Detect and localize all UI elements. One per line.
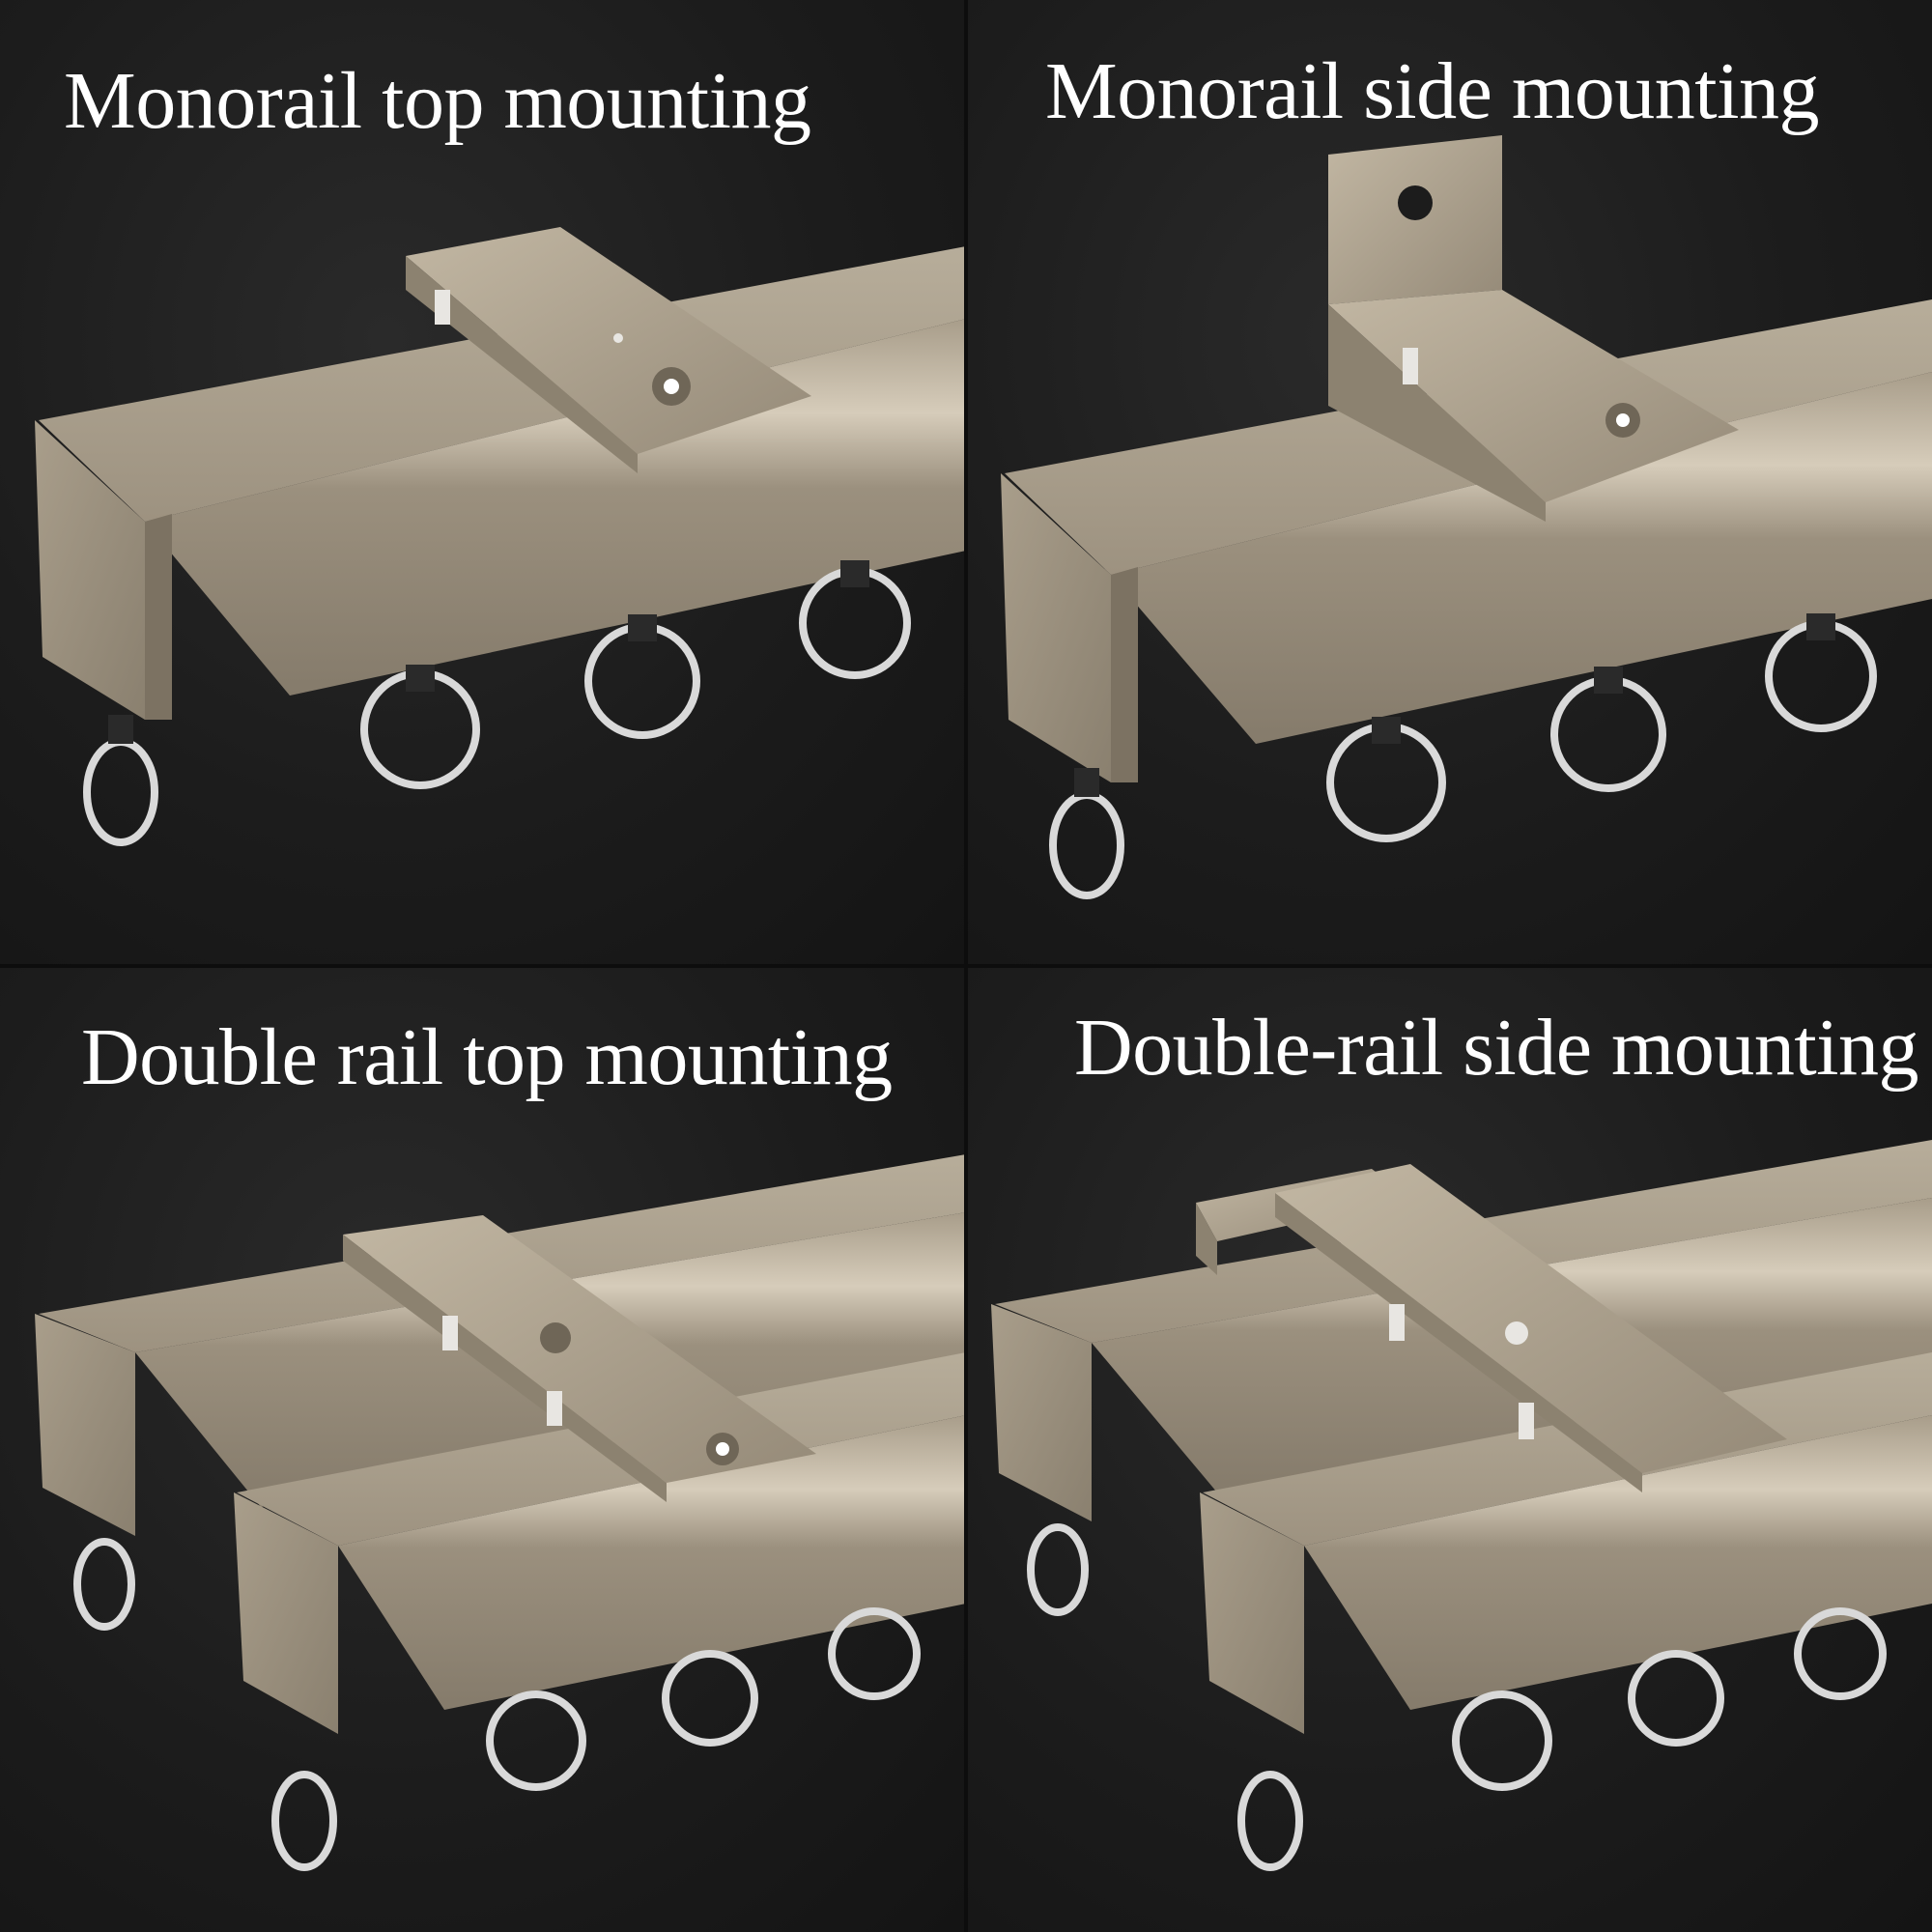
divider-horizontal [0,964,1932,968]
monorail-top-illustration [35,227,966,846]
caption-double-rail-top: Double rail top mounting [81,1012,893,1102]
double-rail-side-illustration [991,1140,1932,1871]
mounting-bracket-icon [343,1215,816,1502]
panel-monorail-top: Monorail top mounting [0,0,966,966]
caption-monorail-top: Monorail top mounting [64,56,811,146]
side-bracket-icon [1196,1164,1787,1492]
panel-double-rail-top: Double rail top mounting [0,966,966,1932]
side-bracket-icon [1328,135,1739,522]
double-rail-top-illustration [35,1154,966,1871]
panel-monorail-side: Monorail side mounting [966,0,1932,966]
panel-double-rail-side: Double-rail side mounting [966,966,1932,1932]
monorail-side-illustration [1001,135,1932,899]
mounting-bracket-icon [406,227,811,473]
caption-monorail-side: Monorail side mounting [1045,46,1819,136]
ring-hook-icon [83,567,911,846]
caption-double-rail-side: Double-rail side mounting [1074,1003,1919,1093]
